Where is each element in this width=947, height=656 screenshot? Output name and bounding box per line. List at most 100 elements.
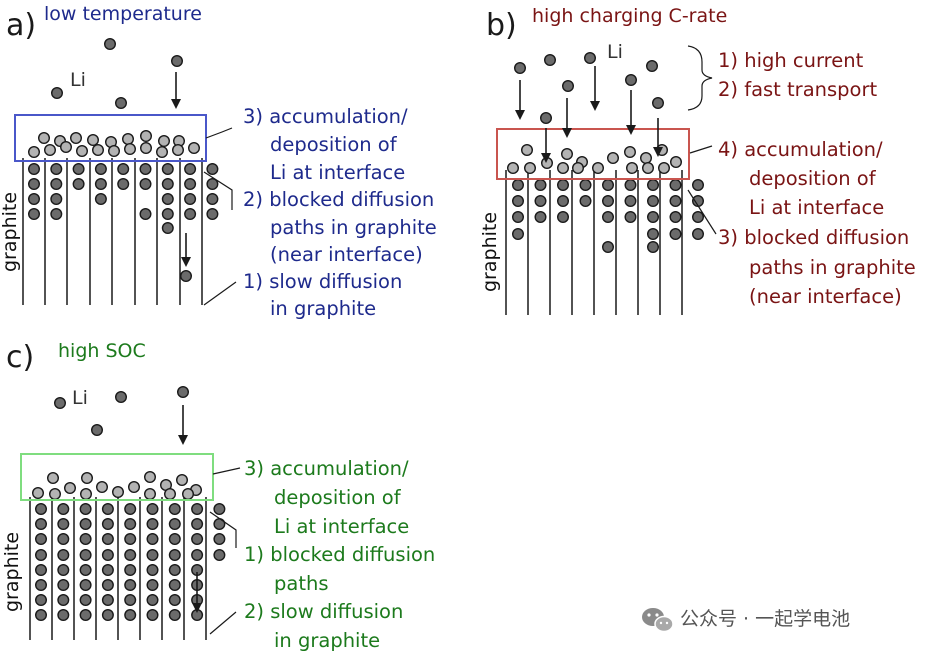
panel-c-annotation: in graphite bbox=[274, 629, 380, 652]
panel-b-annotation: paths in graphite bbox=[749, 256, 916, 279]
panel-c-letter: c) bbox=[6, 340, 34, 375]
lithium-ion-intercalated bbox=[94, 162, 107, 175]
lithium-ion-intercalated bbox=[35, 503, 48, 516]
lithium-ion-intercalated bbox=[124, 579, 137, 592]
lithium-ion-intercalated bbox=[602, 240, 615, 253]
lithium-ion-intercalated bbox=[101, 579, 114, 592]
lithium-ion-intercalated bbox=[161, 221, 174, 234]
lithium-ion-intercalated bbox=[184, 162, 197, 175]
lithium-ion-intercalated bbox=[557, 194, 570, 207]
lithium-deposit bbox=[123, 142, 136, 155]
panel-a-annotation: 3) accumulation/ bbox=[243, 105, 408, 128]
lithium-deposit bbox=[79, 488, 92, 501]
lithium-ion-intercalated bbox=[692, 178, 705, 191]
panel-b-brace bbox=[687, 45, 713, 111]
lithium-deposit bbox=[163, 488, 176, 501]
lithium-ion-intercalated bbox=[101, 503, 114, 516]
lithium-deposit bbox=[157, 134, 170, 147]
lithium-ion-intercalated bbox=[94, 177, 107, 190]
panel-c-annotation: 2) slow diffusion bbox=[244, 600, 403, 623]
lithium-ion-free bbox=[54, 397, 67, 410]
lithium-ion-free bbox=[562, 79, 575, 92]
lithium-ion-intercalated bbox=[117, 162, 130, 175]
panel-a-title: low temperature bbox=[44, 3, 202, 25]
lithium-ion-intercalated bbox=[28, 162, 41, 175]
panel-b-annotation: 2) fast transport bbox=[718, 78, 877, 101]
panel-c-graphite-layers bbox=[29, 497, 207, 640]
lithium-ion-intercalated bbox=[57, 518, 70, 531]
lithium-ion-intercalated bbox=[146, 594, 159, 607]
wechat-icon bbox=[642, 608, 674, 633]
lithium-ion-intercalated bbox=[101, 594, 114, 607]
lithium-ion-intercalated bbox=[50, 207, 63, 220]
lithium-ion-intercalated bbox=[35, 533, 48, 546]
panel-c-title: high SOC bbox=[58, 340, 146, 362]
lithium-deposit bbox=[561, 147, 574, 160]
lithium-ion-intercalated bbox=[206, 177, 219, 190]
lithium-ion-intercalated bbox=[94, 192, 107, 205]
lithium-ion-intercalated bbox=[101, 564, 114, 577]
panel-a-graphite-layers bbox=[22, 158, 203, 305]
panel-b-graphite-layers bbox=[505, 170, 683, 315]
panel-a-annotation: 2) blocked diffusion bbox=[243, 188, 434, 211]
lithium-ion-intercalated bbox=[161, 192, 174, 205]
lithium-ion-intercalated bbox=[161, 177, 174, 190]
panel-a-annotation: deposition of bbox=[270, 133, 398, 156]
lithium-ion-free bbox=[514, 62, 527, 75]
lithium-ion-intercalated bbox=[191, 609, 204, 622]
lithium-ion-intercalated bbox=[647, 194, 660, 207]
lithium-ion-intercalated bbox=[50, 162, 63, 175]
lithium-ion-intercalated bbox=[512, 178, 525, 191]
lithium-ion-intercalated bbox=[79, 518, 92, 531]
lithium-ion-intercalated bbox=[534, 210, 547, 223]
panel-c-leader-3 bbox=[212, 467, 241, 475]
lithium-ion-intercalated bbox=[79, 533, 92, 546]
panel-a-leader-1 bbox=[203, 281, 237, 306]
panel-b-annotation: deposition of bbox=[749, 167, 877, 190]
lithium-ion-intercalated bbox=[124, 594, 137, 607]
lithium-ion-intercalated bbox=[146, 503, 159, 516]
panel-a-leader-3 bbox=[205, 127, 233, 139]
lithium-ion-free bbox=[540, 111, 553, 124]
lithium-ion-free bbox=[625, 73, 638, 86]
panel-b-graphite-label: graphite bbox=[479, 212, 501, 292]
lithium-ion-intercalated bbox=[206, 162, 219, 175]
lithium-ion-intercalated bbox=[191, 503, 204, 516]
lithium-ion-intercalated bbox=[35, 518, 48, 531]
lithium-deposit bbox=[524, 161, 537, 174]
lithium-ion-intercalated bbox=[624, 178, 637, 191]
lithium-ion-intercalated bbox=[557, 210, 570, 223]
lithium-deposit bbox=[111, 486, 124, 499]
lithium-ion-intercalated bbox=[557, 178, 570, 191]
lithium-ion-intercalated bbox=[124, 518, 137, 531]
lithium-ion-intercalated bbox=[512, 210, 525, 223]
lithium-ion-intercalated bbox=[624, 210, 637, 223]
lithium-ion-intercalated bbox=[512, 194, 525, 207]
lithium-ion-intercalated bbox=[647, 227, 660, 240]
lithium-ion-intercalated bbox=[146, 609, 159, 622]
lithium-ion-intercalated bbox=[579, 178, 592, 191]
lithium-ion-intercalated bbox=[146, 518, 159, 531]
lithium-ion-intercalated bbox=[168, 579, 181, 592]
lithium-deposit bbox=[670, 155, 683, 168]
panel-a-annotation: paths in graphite bbox=[270, 216, 437, 239]
panel-a-particles bbox=[28, 38, 219, 283]
lithium-ion-intercalated bbox=[669, 227, 682, 240]
lithium-ion-intercalated bbox=[79, 564, 92, 577]
lithium-ion-intercalated bbox=[647, 210, 660, 223]
lithium-deposit bbox=[91, 143, 104, 156]
lithium-deposit bbox=[592, 161, 605, 174]
lithium-ion-intercalated bbox=[191, 533, 204, 546]
lithium-ion-free bbox=[114, 391, 127, 404]
panel-c-annotation: 1) blocked diffusion bbox=[244, 543, 435, 566]
lithium-ion-intercalated bbox=[579, 194, 592, 207]
panel-c-annotation: Li at interface bbox=[274, 515, 409, 538]
lithium-deposit bbox=[107, 144, 120, 157]
lithium-ion-intercalated bbox=[72, 162, 85, 175]
lithium-ion-intercalated bbox=[191, 518, 204, 531]
panel-c-interface-box bbox=[20, 453, 214, 501]
lithium-ion-intercalated bbox=[101, 549, 114, 562]
lithium-ion-free bbox=[179, 270, 192, 283]
lithium-ion-intercalated bbox=[50, 192, 63, 205]
